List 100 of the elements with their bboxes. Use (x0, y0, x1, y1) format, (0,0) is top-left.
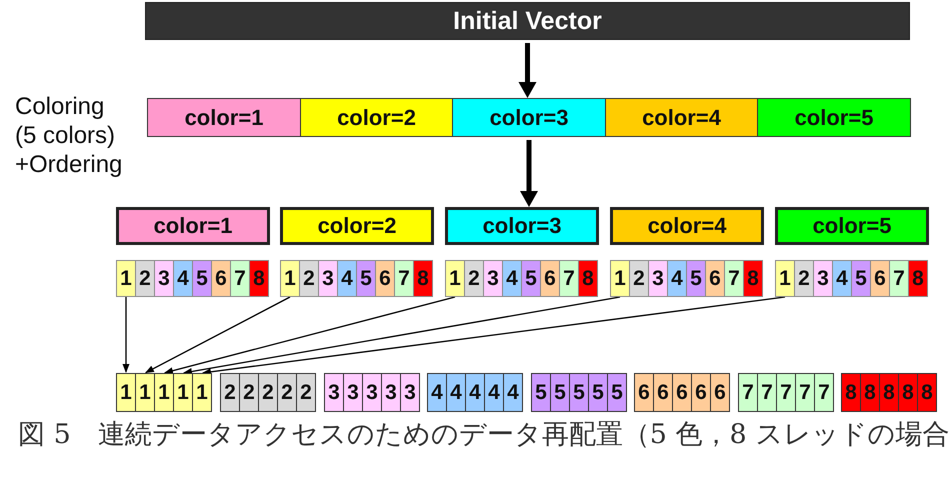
number-cell: 5 (607, 373, 627, 412)
number-cell: 6 (211, 260, 231, 297)
number-cell: 3 (154, 260, 174, 297)
number-cell: 1 (280, 260, 300, 297)
number-cell: 8 (917, 373, 937, 412)
number-cell: 4 (446, 373, 466, 412)
number-cell: 2 (135, 260, 155, 297)
number-cell: 7 (230, 260, 250, 297)
number-cell: 7 (738, 373, 758, 412)
arrow (202, 296, 786, 376)
number-cell: 7 (559, 260, 579, 297)
number-cell: 8 (413, 260, 433, 297)
number-cell: 6 (672, 373, 692, 412)
number-cell: 4 (173, 260, 193, 297)
number-cell: 2 (794, 260, 814, 297)
color-segment: color=2 (300, 98, 453, 137)
number-cell: 4 (832, 260, 852, 297)
figure-caption: 図 5 連続データアクセスのためのデータ再配置（5 色，8 スレッドの場合 (18, 419, 950, 451)
number-cell: 8 (898, 373, 918, 412)
color-box: color=5 (775, 207, 929, 245)
number-cell: 1 (445, 260, 465, 297)
color-segment: color=3 (452, 98, 606, 137)
number-cell: 2 (296, 373, 316, 412)
number-cell: 8 (860, 373, 880, 412)
number-cell: 2 (277, 373, 297, 412)
number-cell: 3 (400, 373, 420, 412)
arrow (122, 297, 130, 373)
number-cell: 5 (588, 373, 608, 412)
number-cell: 5 (192, 260, 212, 297)
number-cell: 5 (531, 373, 551, 412)
number-cell: 8 (841, 373, 861, 412)
arrow (164, 296, 456, 374)
number-cell: 1 (154, 373, 174, 412)
arrow (145, 296, 290, 374)
arrow (183, 296, 620, 375)
number-cell: 2 (299, 260, 319, 297)
number-cell: 3 (381, 373, 401, 412)
number-cell: 1 (610, 260, 630, 297)
number-cell: 6 (540, 260, 560, 297)
number-cell: 2 (220, 373, 240, 412)
number-cell: 6 (691, 373, 711, 412)
number-cell: 7 (776, 373, 796, 412)
number-cell: 2 (239, 373, 259, 412)
number-cell: 3 (343, 373, 363, 412)
color-box: color=3 (445, 207, 599, 245)
number-cell: 4 (667, 260, 687, 297)
arrow (518, 43, 536, 98)
number-cell: 6 (870, 260, 890, 297)
number-cell: 8 (908, 260, 928, 297)
number-cell: 3 (648, 260, 668, 297)
number-cell: 7 (814, 373, 834, 412)
number-cell: 8 (879, 373, 899, 412)
number-cell: 5 (356, 260, 376, 297)
number-cell: 6 (634, 373, 654, 412)
number-cell: 8 (578, 260, 598, 297)
number-cell: 3 (324, 373, 344, 412)
number-cell: 3 (362, 373, 382, 412)
number-cell: 6 (653, 373, 673, 412)
number-cell: 1 (116, 260, 136, 297)
color-segment: color=4 (605, 98, 758, 137)
number-cell: 5 (851, 260, 871, 297)
number-cell: 5 (569, 373, 589, 412)
color-segment: color=5 (757, 98, 911, 137)
color-box: color=4 (610, 207, 764, 245)
number-cell: 7 (795, 373, 815, 412)
number-cell: 1 (192, 373, 212, 412)
color-box: color=1 (116, 207, 270, 245)
number-cell: 6 (710, 373, 730, 412)
number-cell: 8 (743, 260, 763, 297)
arrow (520, 140, 538, 207)
number-cell: 1 (135, 373, 155, 412)
number-cell: 1 (173, 373, 193, 412)
number-cell: 4 (427, 373, 447, 412)
number-cell: 2 (258, 373, 278, 412)
annotation-text: Coloring (5 colors) +Ordering (15, 92, 124, 179)
number-cell: 4 (465, 373, 485, 412)
number-cell: 7 (757, 373, 777, 412)
number-cell: 6 (375, 260, 395, 297)
title-bar: Initial Vector (145, 2, 910, 40)
number-cell: 5 (550, 373, 570, 412)
number-cell: 4 (503, 373, 523, 412)
number-cell: 3 (483, 260, 503, 297)
number-cell: 3 (318, 260, 338, 297)
color-segment: color=1 (147, 98, 301, 137)
number-cell: 7 (724, 260, 744, 297)
number-cell: 4 (484, 373, 504, 412)
number-cell: 4 (337, 260, 357, 297)
number-cell: 8 (249, 260, 269, 297)
number-cell: 3 (813, 260, 833, 297)
number-cell: 5 (521, 260, 541, 297)
number-cell: 5 (686, 260, 706, 297)
number-cell: 7 (889, 260, 909, 297)
number-cell: 2 (464, 260, 484, 297)
number-cell: 1 (116, 373, 136, 412)
number-cell: 7 (394, 260, 414, 297)
number-cell: 6 (705, 260, 725, 297)
number-cell: 2 (629, 260, 649, 297)
color-box: color=2 (280, 207, 434, 245)
number-cell: 1 (775, 260, 795, 297)
number-cell: 4 (502, 260, 522, 297)
